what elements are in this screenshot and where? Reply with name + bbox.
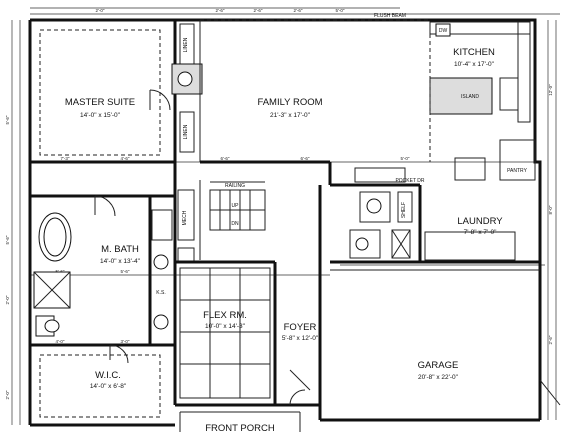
dim-mid-c: 6'-6" — [221, 156, 230, 161]
laundry-size: 7'-8" x 7'-0" — [464, 229, 497, 236]
foyer-name: FOYER — [284, 322, 317, 333]
dimension-texts: 2'-0" 2'-6" 2'-6" 2'-6" 5'-0" 5'-6" 5'-6… — [5, 8, 553, 399]
dim-left-a: 5'-6" — [5, 115, 10, 124]
family-room-size: 21'-3" x 17'-0" — [270, 112, 311, 119]
kitchen-size: 10'-4" x 17'-0" — [454, 61, 495, 68]
linen-label-bottom: LINEN — [183, 124, 189, 139]
dim-mid-b: 4'-6" — [121, 156, 130, 161]
dim-top-d: 2'-6" — [294, 8, 303, 13]
master-suite-size: 14'-0" x 15'-0" — [80, 112, 121, 119]
dim-mid-e: 5'-0" — [401, 156, 410, 161]
garage-size: 20'-8" x 22'-0" — [418, 374, 459, 381]
stair-up-label: UP — [232, 203, 240, 209]
flex-room-name: FLEX RM. — [203, 310, 247, 321]
dim-low-c: 4'-0" — [56, 339, 65, 344]
foyer-size: 5'-8" x 12'-0" — [282, 335, 319, 342]
linen-label-top: LINEN — [183, 37, 189, 52]
dim-right-b: 8'-0" — [548, 205, 553, 214]
dim-left-b: 5'-6" — [5, 235, 10, 244]
dim-mid-d: 6'-6" — [301, 156, 310, 161]
dim-left-c: 2'-0" — [5, 295, 10, 304]
walk-in-closet-area — [39, 344, 161, 418]
kitchen-area — [429, 21, 536, 181]
dim-right-c: 2'-6" — [548, 335, 553, 344]
flex-room-area — [175, 260, 277, 405]
garage-name: GARAGE — [418, 360, 459, 371]
railing-label: RAILING — [225, 183, 245, 189]
ks-label: K.S. — [156, 290, 165, 296]
dim-top-a: 2'-0" — [96, 8, 105, 13]
master-suite-name: MASTER SUITE — [65, 97, 135, 108]
dim-top-e: 5'-0" — [336, 8, 345, 13]
dw-label: DW — [439, 28, 448, 34]
master-bath-area — [30, 194, 175, 347]
wic-size: 14'-0" x 6'-8" — [90, 383, 127, 390]
front-porch-area — [179, 411, 301, 432]
mech-label: MECH — [182, 210, 188, 225]
stair-dn-label: DN — [231, 221, 239, 227]
master-suite-area — [30, 20, 177, 164]
dim-top-b: 2'-6" — [216, 8, 225, 13]
flex-room-size: 10'-0" x 14'-3" — [205, 323, 246, 330]
family-room-name: FAMILY ROOM — [257, 97, 322, 108]
flush-beam-label: FLUSH BEAM — [374, 13, 406, 19]
wic-name: W.I.C. — [95, 370, 121, 381]
dim-left-d: 2'-0" — [5, 390, 10, 399]
dim-low-d: 3'-0" — [121, 339, 130, 344]
kitchen-name: KITCHEN — [453, 47, 495, 58]
stairs-area — [173, 162, 266, 405]
pocket-dr-label: POCKET DR — [395, 178, 424, 184]
dim-right-a: 12'-0" — [548, 84, 553, 96]
island-label: ISLAND — [461, 94, 479, 100]
m-bath-size: 14'-0" x 13'-4" — [100, 258, 141, 265]
pantry-label: PANTRY — [507, 168, 527, 174]
family-room-area — [200, 19, 430, 164]
laundry-name: LAUNDRY — [457, 216, 503, 227]
dim-top-c: 2'-6" — [254, 8, 263, 13]
front-porch-name: FRONT PORCH — [205, 423, 275, 432]
shelf-label: SHELF — [401, 202, 407, 218]
laundry-area — [328, 162, 540, 264]
dim-low-b: 5'-6" — [121, 269, 130, 274]
foyer-area — [289, 185, 322, 420]
garage-area — [330, 269, 561, 406]
m-bath-name: M. BATH — [101, 244, 139, 255]
linen-closets — [171, 20, 203, 162]
dim-mid-a: 7'-3" — [61, 156, 70, 161]
